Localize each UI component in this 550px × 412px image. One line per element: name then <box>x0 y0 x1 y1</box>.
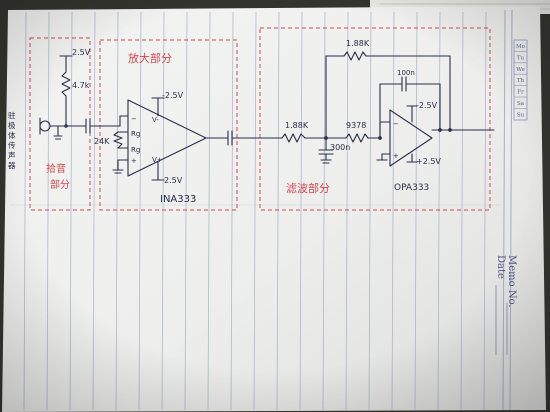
weekday-we: We <box>516 67 524 73</box>
mic-caption-char-6: 器 <box>8 161 16 170</box>
amp-vminus-pin: V- <box>152 116 159 124</box>
svg-text:+: + <box>131 157 137 165</box>
feedback-cap-label: 100n <box>397 69 415 77</box>
pickup-title-line-1: 拾音 <box>46 162 66 175</box>
opamp-neg-supply-label: -2.5V <box>416 101 438 110</box>
mic-caption-char-5: 声 <box>8 150 16 160</box>
svg-text:−: − <box>131 115 137 123</box>
pullup-resistor-label: 4.7k <box>72 81 90 90</box>
amp-vplus-pin: V+ <box>152 156 163 164</box>
amp-section-title: 放大部分 <box>128 51 172 65</box>
weekday-mo: Mo <box>516 44 526 50</box>
filter-section-title: 滤波部分 <box>286 181 330 195</box>
weekday-sa: Sa <box>517 101 525 107</box>
filter-resistor-2-label: 9378 <box>346 121 366 130</box>
ground-cap-label: 300n <box>330 143 350 152</box>
amp-part-number: INA333 <box>160 194 196 205</box>
weekday-tu: Tu <box>517 55 525 61</box>
notebook-page <box>2 6 546 412</box>
svg-text:−: − <box>393 120 399 128</box>
amp-rg-pin-1: Rg <box>131 130 140 138</box>
mic-caption-char-4: 传 <box>8 140 16 150</box>
opamp-pos-supply-label: +2.5V <box>416 157 441 166</box>
pickup-title-line-2: 部分 <box>50 178 70 191</box>
pullup-voltage-label: 2.5V <box>72 48 91 57</box>
filter-resistor-1-label: 1.88K <box>285 121 309 130</box>
mic-caption-char-2: 极 <box>8 120 16 130</box>
amp-pos-supply-label: 2.5V <box>164 176 183 185</box>
mic-caption-char-3: 体 <box>8 130 16 140</box>
svg-text:+: + <box>393 152 399 160</box>
weekday-su: Su <box>517 112 525 118</box>
feedback-resistor-label: 1.88K <box>346 39 370 48</box>
gain-resistor-label: 24K <box>94 137 110 146</box>
amp-neg-supply-label: -2.5V <box>162 91 184 100</box>
weekday-th: Th <box>517 78 525 84</box>
opamp-part-number: OPA333 <box>394 183 429 193</box>
memo-no-label: Memo No. <box>506 255 517 308</box>
mic-caption-char-1: 驻 <box>8 110 16 120</box>
amp-rg-pin-2: Rg <box>131 146 140 154</box>
memo-date-label: Date <box>495 255 506 279</box>
weekday-fr: Fr <box>517 90 524 96</box>
